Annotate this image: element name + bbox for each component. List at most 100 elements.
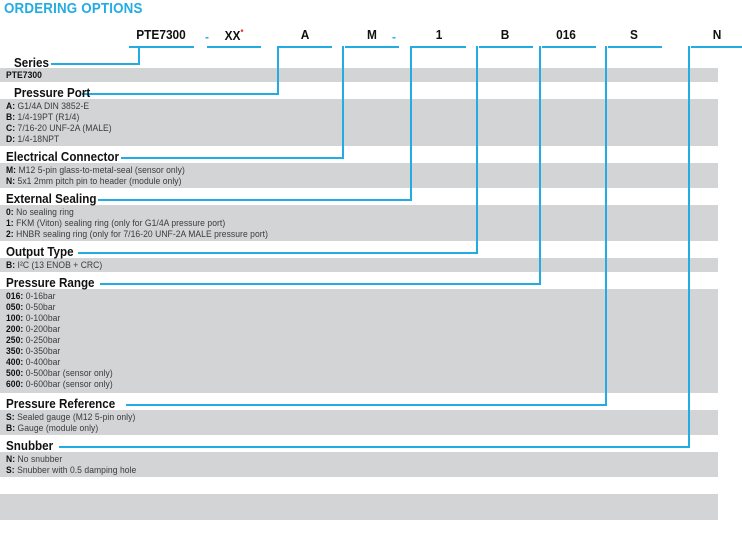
option-desc: FKM (Viton) sealing ring (only for G1/4A… [16,218,226,228]
leader-v-pressure-range [539,46,541,285]
option-code: C: [6,123,16,133]
leader-h-series [51,63,140,65]
leader-v-series [138,46,140,65]
option-desc: HNBR sealing ring (only for 7/16-20 UNF-… [16,229,268,239]
option-external-sealing-2: 2: HNBR sealing ring (only for 7/16-20 U… [6,229,268,239]
underline-pressure-reference [542,46,596,48]
option-code: 200: [6,324,24,334]
leader-h-pressure-port [82,93,279,95]
band-electrical-connector [0,163,718,188]
option-pressure-range-2: 100: 0-100bar [6,313,60,323]
part-code-electrical-connector: A [300,28,310,42]
part-separator-1: - [205,30,209,44]
option-code: 0: [6,207,14,217]
leader-v-electrical-connector [342,46,344,159]
underline-snubber [608,46,662,48]
part-code-snubber-value: N [712,28,722,42]
section-header-pressure-port: Pressure Port [14,86,91,100]
option-desc: I²C (13 ENOB + CRC) [17,260,103,270]
option-desc: 0-100bar [25,313,61,323]
leader-h-electrical-connector [121,157,344,159]
option-desc: 0-500bar (sensor only) [25,368,113,378]
option-code: 250: [6,335,24,345]
option-code: 100: [6,313,24,323]
option-desc: Snubber with 0.5 damping hole [17,465,137,475]
option-electrical-connector-1: N: 5x1 2mm pitch pin to header (module o… [6,176,182,186]
option-desc: 0-600bar (sensor only) [25,379,113,389]
option-code: B: [6,112,16,122]
option-pressure-range-4: 250: 0-250bar [6,335,60,345]
option-desc: G1/4A DIN 3852-E [17,101,90,111]
part-code-snubber: S [630,28,638,42]
underline-electrical-connector [278,46,332,48]
option-desc: 0-200bar [25,324,61,334]
option-pressure-range-3: 200: 0-200bar [6,324,60,334]
option-pressure-reference-0: S: Sealed gauge (M12 5-pin only) [6,412,135,422]
leader-h-pressure-reference [126,404,607,406]
option-code: S: [6,465,15,475]
option-series-0: PTE7300 [6,70,42,80]
band-footer [0,494,718,520]
page-title: ORDERING OPTIONS [4,1,143,17]
leader-h-external-sealing [98,199,412,201]
option-pressure-range-1: 050: 0-50bar [6,302,56,312]
option-desc: Sealed gauge (M12 5-pin only) [17,412,136,422]
option-snubber-0: N: No snubber [6,454,62,464]
section-header-pressure-range: Pressure Range [6,276,95,290]
option-code: 050: [6,302,24,312]
option-desc: 0-250bar [25,335,61,345]
option-desc: M12 5-pin glass-to-metal-seal (sensor on… [18,165,185,175]
option-desc: No snubber [17,454,63,464]
band-snubber [0,452,718,477]
option-pressure-range-5: 350: 0-350bar [6,346,60,356]
part-code-external-sealing: M [367,28,377,42]
option-desc: Gauge (module only) [17,423,99,433]
option-code: 500: [6,368,24,378]
option-pressure-range-8: 600: 0-600bar (sensor only) [6,379,113,389]
option-code: S: [6,412,15,422]
leader-h-output-type [78,252,478,254]
part-code-pressure-reference: 016 [556,28,576,42]
underline-snubber-value [691,46,742,48]
underline-pressure-range [479,46,533,48]
option-code: 016: [6,291,24,301]
option-snubber-1: S: Snubber with 0.5 damping hole [6,465,136,475]
band-output-type [0,258,718,272]
band-pressure-port [0,99,718,146]
option-pressure-reference-1: B: Gauge (module only) [6,423,98,433]
underline-external-sealing [345,46,399,48]
option-code: B: [6,423,16,433]
part-code-series: PTE7300 [136,28,186,42]
section-header-series: Series [14,56,49,70]
part-code-output-type: 1 [435,28,443,42]
leader-h-snubber [59,446,690,448]
option-desc: 0-350bar [25,346,61,356]
option-code: N: [6,176,16,186]
option-code: B: [6,260,16,270]
option-code: 1: [6,218,14,228]
option-desc: 1/4-19PT (R1/4) [17,112,80,122]
option-pressure-range-0: 016: 0-16bar [6,291,56,301]
part-separator-2: - [392,30,396,44]
band-pressure-range [0,289,718,393]
option-desc: 0-16bar [25,291,56,301]
leader-h-pressure-range [100,283,541,285]
option-desc: 5x1 2mm pitch pin to header (module only… [17,176,182,186]
section-header-pressure-reference: Pressure Reference [6,397,116,411]
option-code: D: [6,134,16,144]
option-code: 600: [6,379,24,389]
section-header-electrical-connector: Electrical Connector [6,150,120,164]
option-output-type-0: B: I²C (13 ENOB + CRC) [6,260,102,270]
leader-v-pressure-reference [605,46,607,406]
underline-output-type [412,46,466,48]
option-code: PTE7300 [6,70,42,80]
option-code: 350: [6,346,24,356]
option-external-sealing-0: 0: No sealing ring [6,207,74,217]
option-code: 400: [6,357,24,367]
option-pressure-port-1: B: 1/4-19PT (R1/4) [6,112,79,122]
part-code-pressure-port: XX* [224,28,244,44]
band-pressure-reference [0,410,718,435]
leader-v-external-sealing [410,46,412,201]
option-code: A: [6,101,16,111]
